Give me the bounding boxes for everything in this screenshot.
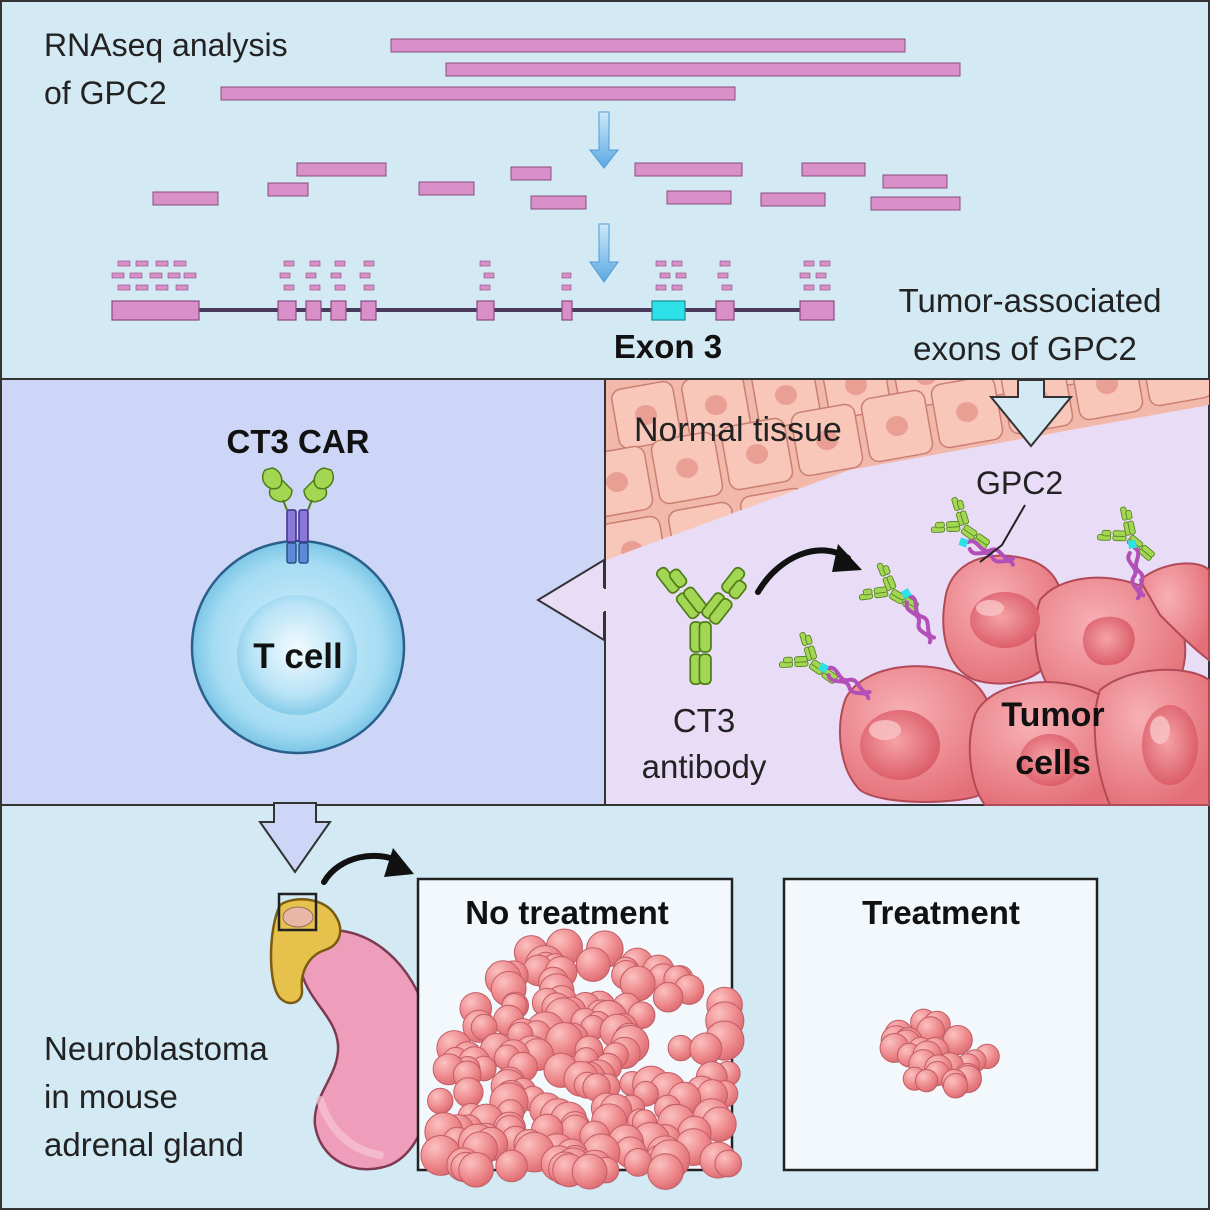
tumor-nodule [459, 1152, 494, 1187]
mouse-label-line1: Neuroblastoma [44, 1030, 268, 1067]
mouse-label-line3: adrenal gland [44, 1126, 244, 1163]
exon-3-label: Exon 3 [614, 328, 722, 365]
tumor-nodule [915, 1069, 937, 1091]
tumor-exons-line2: exons of GPC2 [913, 330, 1137, 367]
car-hinge [287, 510, 296, 542]
car-title: CT3 CAR [226, 423, 369, 460]
normal-cell-nucleus [775, 385, 797, 405]
tumor-exons-line1: Tumor-associated [899, 282, 1162, 319]
tumor-nodule [428, 1088, 453, 1113]
tumor-nodule [572, 1154, 607, 1189]
normal-cell-nucleus [606, 472, 628, 492]
car-scfv-right [314, 468, 333, 489]
tumor-nodule [943, 1074, 967, 1098]
car-hinge [299, 510, 308, 542]
t-cell: T cell [192, 541, 404, 753]
exon-3-highlight [652, 301, 685, 320]
rnaseq-title-line2: of GPC2 [44, 75, 167, 111]
car-scfv-left [263, 468, 282, 489]
antibody-label-line1: CT3 [673, 702, 735, 739]
gpc2-label: GPC2 [976, 465, 1063, 501]
tumor-nodule [715, 1150, 742, 1177]
tumor-cells-label-line2: cells [1015, 744, 1091, 782]
car-signal [299, 543, 308, 563]
normal-tissue-label: Normal tissue [634, 411, 842, 449]
tumor-nodule [648, 1154, 684, 1190]
antibody-label-line2: antibody [642, 748, 767, 785]
car-signal [287, 543, 296, 563]
tumor-nodule [653, 982, 683, 1012]
tumor-nodule [576, 948, 610, 982]
normal-cell-nucleus [676, 458, 698, 478]
normal-cell-nucleus [886, 416, 908, 436]
t-cell-label: T cell [253, 637, 342, 676]
arrow-left-gap [602, 589, 608, 611]
treatment-label: Treatment [862, 894, 1020, 931]
mouse-label-line2: in mouse [44, 1078, 178, 1115]
normal-cell-nucleus [956, 402, 978, 422]
tumor-nodule [690, 1033, 722, 1065]
tumor-nodule [496, 1150, 528, 1182]
tumor-cells-label-line1: Tumor [1001, 696, 1104, 734]
tumor-nodule [454, 1078, 483, 1107]
no-treatment-label: No treatment [465, 894, 669, 931]
rnaseq-title-line1: RNAseq analysis [44, 27, 288, 63]
